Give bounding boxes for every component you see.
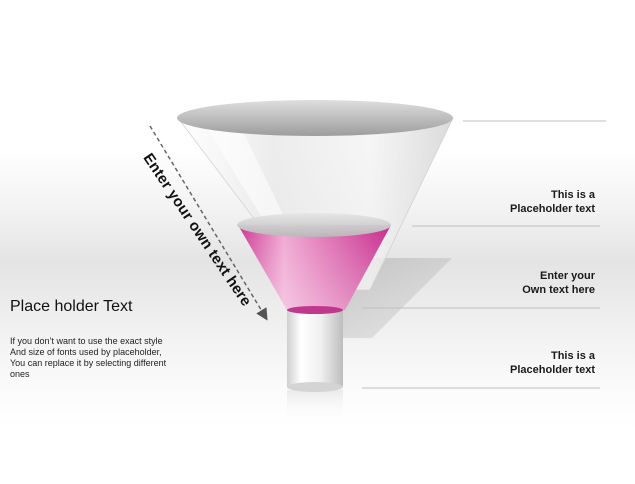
funnel-tube	[287, 310, 343, 387]
stage-label-1: This is a Placeholder text	[510, 189, 595, 215]
funnel-top-rim	[177, 100, 453, 136]
tube-reflection	[287, 390, 343, 422]
liquid-shine	[238, 225, 391, 310]
placeholder-body: If you don’t want to use the exact style…	[10, 336, 167, 379]
liquid-surface	[237, 213, 391, 237]
dashed-arrow	[149, 125, 268, 321]
placeholder-title: Place holder Text	[10, 298, 133, 315]
stage-label-3: This is a Placeholder text	[510, 350, 595, 376]
tube-top-opening	[287, 306, 343, 314]
stage-label-2: Enter your Own text here	[522, 270, 595, 296]
tube-bottom	[287, 382, 343, 392]
